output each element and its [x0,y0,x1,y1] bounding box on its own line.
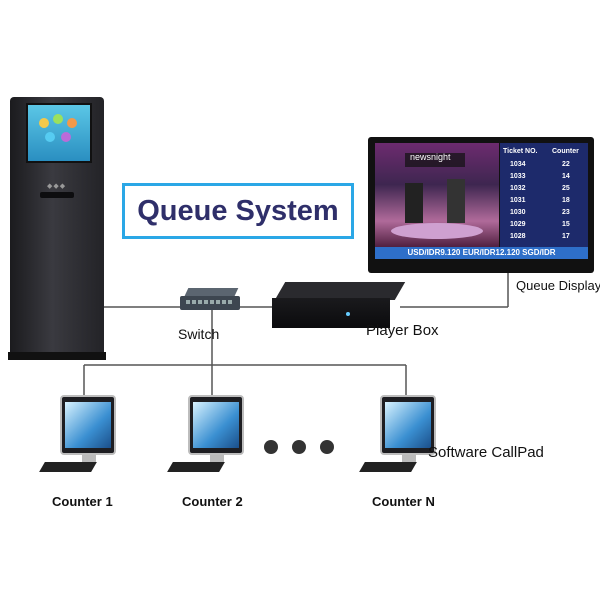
kiosk-logo: ◆◆◆ [47,183,67,190]
counter-number: 18 [562,197,570,204]
channel-name: newsnight [410,152,451,162]
label-counter-n: Counter N [372,494,435,509]
counter-2-monitor [188,395,244,455]
counter-number: 22 [562,161,570,168]
kiosk-ticket-slot [40,192,74,198]
counter-number: 15 [562,221,570,228]
ticket-number: 1031 [510,197,526,204]
counter-1-stand [82,455,96,463]
ticket-number: 1028 [510,233,526,240]
counter-1-monitor [60,395,116,455]
counter-number: 23 [562,209,570,216]
ticket-number: 1034 [510,161,526,168]
title-box: Queue System [122,183,354,239]
counter-number: 17 [562,233,570,240]
kiosk-screen [26,103,92,163]
news-studio-image [391,153,483,239]
counter-n-stand [402,455,416,463]
counter-1-keyboard [39,462,97,472]
power-led-icon [346,312,350,316]
player-box [272,298,390,328]
kiosk-menu-icons [39,114,77,142]
kiosk-base [8,352,106,360]
label-software-callpad: Software CallPad [428,444,544,461]
header-counter: Counter [552,148,579,155]
ticket-table: Ticket NO. Counter 1034 22 1033 14 1032 25 103… [500,143,588,247]
header-ticket-no: Ticket NO. [503,148,538,155]
counter-n-monitor [380,395,436,455]
label-player-box: Player Box [366,322,439,339]
ellipsis-dot [320,440,334,454]
counter-n-keyboard [359,462,417,472]
ticket-number: 1030 [510,209,526,216]
counter-number: 14 [562,173,570,180]
ticket-number: 1033 [510,173,526,180]
ticket-number: 1029 [510,221,526,228]
network-switch [180,296,240,310]
ellipsis-dot [292,440,306,454]
label-switch: Switch [178,326,220,342]
label-counter-1: Counter 1 [52,494,113,509]
counter-2-keyboard [167,462,225,472]
page-title: Queue System [137,194,339,227]
counter-2-stand [210,455,224,463]
label-counter-2: Counter 2 [182,494,243,509]
ellipsis-dot [264,440,278,454]
counter-number: 25 [562,185,570,192]
queue-display-video [375,143,499,247]
ticket-number: 1032 [510,185,526,192]
label-queue-display: Queue Display [516,278,600,293]
currency-ticker: USD/IDR9.120 EUR/IDR12.120 SGD/IDR [375,247,588,259]
